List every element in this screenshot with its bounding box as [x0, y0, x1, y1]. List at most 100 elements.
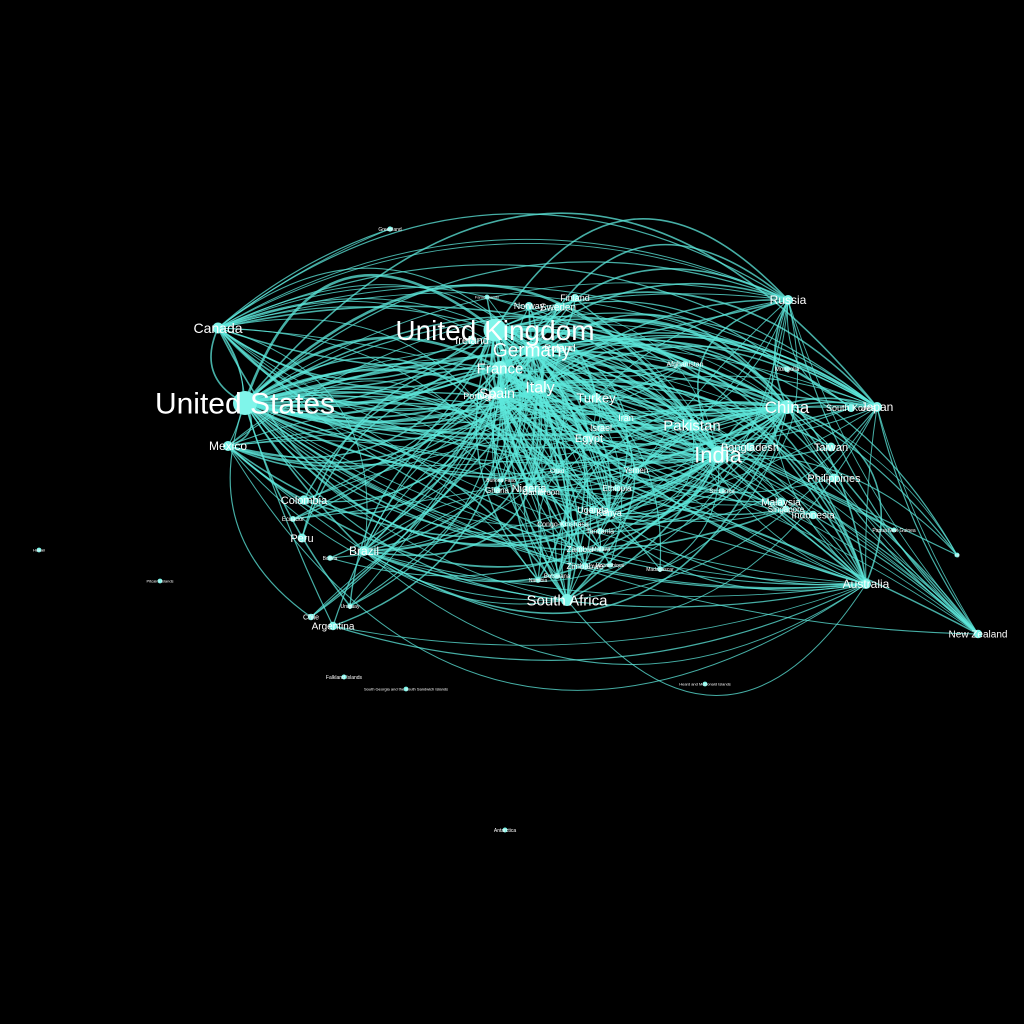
node-france[interactable]: [493, 361, 507, 375]
edge-russia-south_africa: [566, 299, 789, 601]
node-ecuador[interactable]: [290, 516, 296, 522]
edge-us-chile: [229, 402, 312, 618]
node-burkina[interactable]: [498, 477, 504, 483]
node-cameroon[interactable]: [537, 488, 545, 496]
node-spain[interactable]: [490, 386, 504, 400]
node-us[interactable]: [233, 391, 257, 415]
node-heard[interactable]: [702, 681, 708, 687]
node-antarctica[interactable]: [502, 827, 508, 833]
edge-spain-botswana: [496, 392, 569, 577]
edge-spain-namibia: [496, 392, 542, 581]
node-kenya[interactable]: [605, 509, 613, 517]
edge-south_africa-brazil: [363, 550, 568, 605]
node-brazil[interactable]: [359, 546, 369, 556]
node-finland[interactable]: [571, 294, 579, 302]
node-bangladesh[interactable]: [745, 442, 755, 452]
node-south_korea[interactable]: [847, 404, 855, 412]
node-label-falkland: Falkland Islands: [326, 675, 363, 681]
node-colombia[interactable]: [299, 495, 309, 505]
node-hawaii[interactable]: [36, 547, 42, 553]
node-iran[interactable]: [622, 414, 630, 422]
node-label-germany: Germany: [493, 341, 572, 362]
node-australia[interactable]: [861, 579, 871, 589]
node-singapore[interactable]: [782, 505, 790, 513]
edge-china-nigeria: [528, 406, 788, 525]
edge-us-papua: [244, 391, 895, 531]
node-bolivia[interactable]: [327, 555, 333, 561]
node-pitcairn[interactable]: [157, 578, 163, 584]
node-madagascar[interactable]: [657, 566, 663, 572]
node-label-kenya: Kenya: [596, 508, 622, 518]
node-ethiopia[interactable]: [613, 484, 621, 492]
node-chile[interactable]: [307, 613, 315, 621]
node-botswana[interactable]: [554, 573, 560, 579]
node-uk[interactable]: [483, 318, 507, 342]
node-mexico[interactable]: [223, 441, 233, 451]
node-uganda[interactable]: [589, 506, 597, 514]
node-label-mongolia: Mongolia: [775, 367, 800, 373]
edge-canada-japan: [217, 292, 878, 408]
node-china[interactable]: [780, 400, 794, 414]
node-tanzania[interactable]: [596, 527, 604, 535]
node-chad[interactable]: [554, 468, 560, 474]
node-label-cameroon: Cameroon: [522, 488, 559, 497]
node-falkland[interactable]: [341, 674, 347, 680]
edge-china-congo_kinshasa: [562, 401, 788, 525]
node-mozambique[interactable]: [607, 562, 613, 568]
node-india[interactable]: [709, 446, 727, 464]
node-poland[interactable]: [555, 343, 565, 353]
edge-russia-mexico: [227, 293, 789, 447]
edge-china-uganda: [592, 406, 788, 511]
node-congo_kinshasa[interactable]: [559, 520, 567, 528]
node-label-israel: Israel: [590, 423, 612, 433]
node-japan[interactable]: [872, 402, 882, 412]
node-greenland[interactable]: [387, 226, 393, 232]
node-sri_lanka[interactable]: [719, 488, 725, 494]
node-yemen[interactable]: [632, 466, 640, 474]
node-indonesia[interactable]: [808, 510, 818, 520]
node-russia[interactable]: [783, 295, 793, 305]
edge-canada-australia: [217, 327, 867, 585]
node-label-malaysia: Malaysia: [761, 498, 801, 509]
node-argentina[interactable]: [328, 621, 338, 631]
node-label-spain: Spain: [479, 385, 515, 401]
node-egypt[interactable]: [584, 433, 594, 443]
edge-spain-afghanistan: [496, 363, 686, 408]
node-south_africa[interactable]: [561, 594, 573, 606]
node-label-congo_kinshasa: Congo-Kinshasa: [537, 521, 589, 528]
edge-us-japan: [244, 342, 878, 408]
node-philippines[interactable]: [829, 473, 839, 483]
node-ghana[interactable]: [493, 486, 501, 494]
node-taiwan[interactable]: [826, 442, 836, 452]
node-malawi[interactable]: [598, 546, 604, 552]
node-zambia[interactable]: [576, 545, 584, 553]
edge-australia-turkey: [595, 397, 867, 585]
node-germany[interactable]: [524, 342, 540, 358]
node-norway[interactable]: [525, 302, 533, 310]
edge-germany-madagascar: [531, 349, 662, 570]
node-mongolia[interactable]: [784, 366, 790, 372]
node-italy[interactable]: [533, 380, 547, 394]
node-canada[interactable]: [212, 322, 224, 334]
edge-india-tanzania: [599, 454, 719, 533]
node-new_zealand[interactable]: [973, 629, 983, 639]
edge-india-russia: [697, 299, 789, 456]
node-ireland[interactable]: [467, 335, 477, 345]
node-nigeria[interactable]: [524, 483, 534, 493]
node-peru[interactable]: [297, 533, 307, 543]
node-turkey[interactable]: [591, 393, 601, 403]
node-portugal[interactable]: [476, 392, 484, 400]
node-afghanistan[interactable]: [681, 360, 689, 368]
edge-turkey-kenya: [595, 397, 633, 514]
node-malaysia[interactable]: [776, 497, 786, 507]
node-papua[interactable]: [891, 527, 897, 533]
node-zimbabwe[interactable]: [581, 562, 589, 570]
node-israel[interactable]: [597, 424, 605, 432]
node-sgssi[interactable]: [403, 686, 409, 692]
node-sweden[interactable]: [553, 302, 563, 312]
node-pakistan[interactable]: [686, 419, 698, 431]
node-faroe[interactable]: [484, 294, 490, 300]
node-uruguay[interactable]: [347, 603, 353, 609]
node-namibia[interactable]: [535, 577, 541, 583]
node-fiji[interactable]: [954, 552, 960, 558]
